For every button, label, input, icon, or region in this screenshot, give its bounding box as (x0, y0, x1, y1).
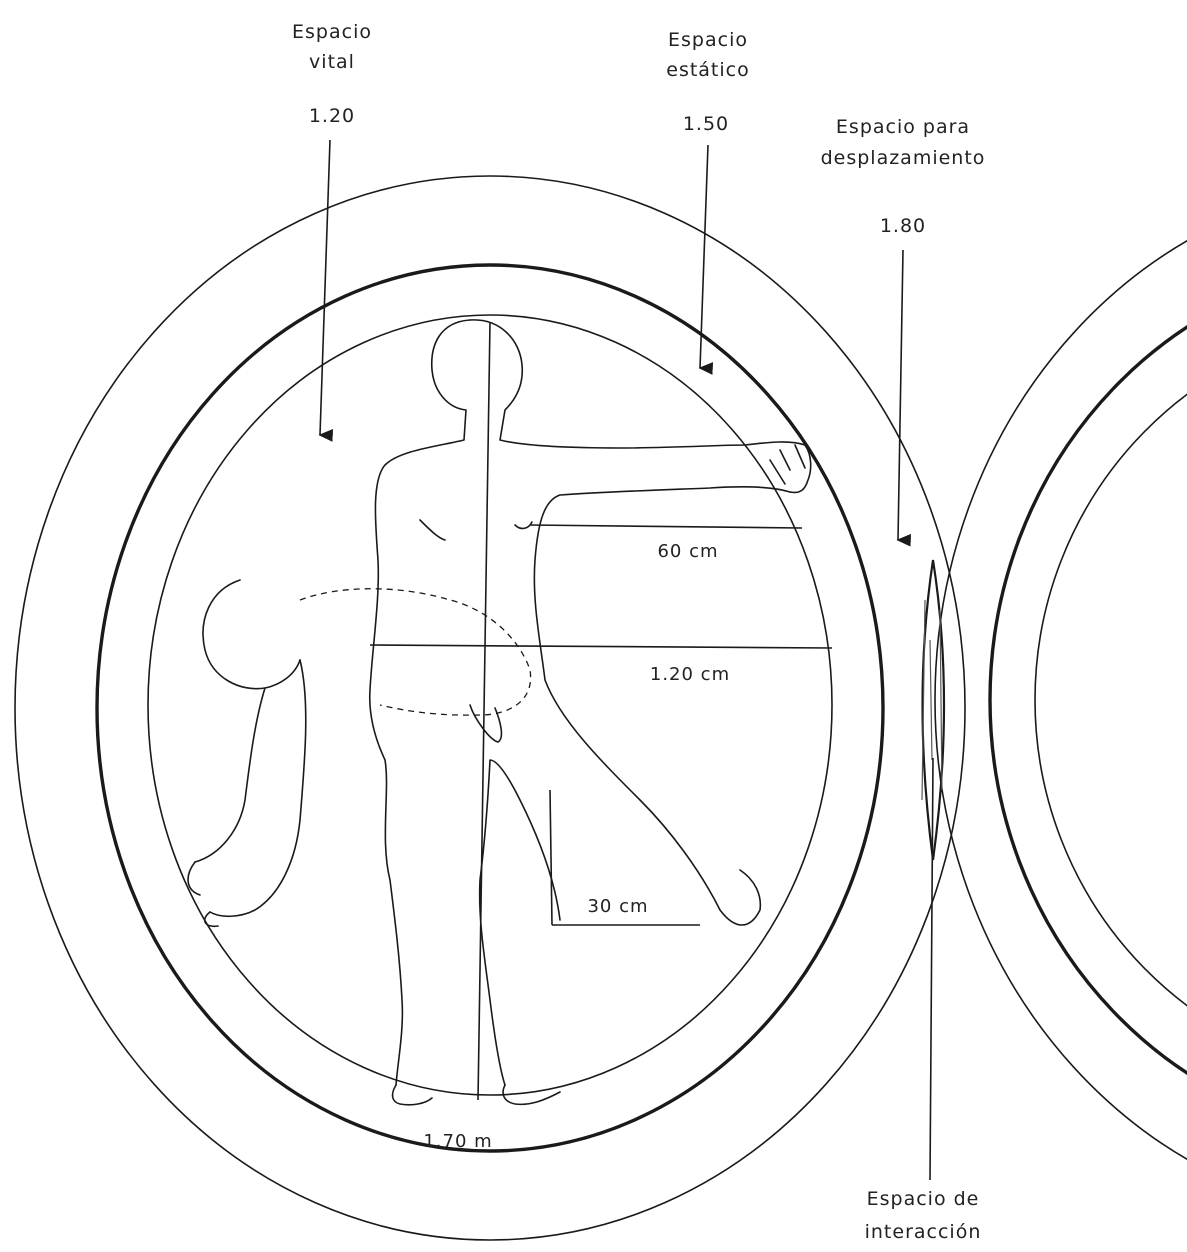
vital-space-title-line2: vital (309, 51, 355, 73)
interaction-space-title-line2: interacción (865, 1221, 982, 1243)
vital-arrow (320, 140, 330, 435)
neighbor-inner-circle (1035, 320, 1187, 1080)
vital-space-title: Espacio (292, 21, 372, 43)
vital-space-circle (148, 315, 832, 1095)
leg-measure-label: 30 cm (587, 896, 648, 917)
standing-figure (370, 320, 811, 1105)
static-space-circle (97, 265, 883, 1151)
static-space-title: Espacio (668, 29, 748, 51)
hip-measure-label: 1.20 cm (650, 664, 730, 685)
static-space-title-line2: estático (666, 59, 749, 81)
movement-arrow (898, 250, 903, 540)
interaction-pointer (930, 758, 933, 1180)
movement-space-title-line2: desplazamiento (821, 147, 986, 169)
neighbor-middle-circle (990, 260, 1187, 1140)
leg-measure-vertical (550, 790, 552, 925)
neighbor-outer-circle (935, 180, 1187, 1220)
arm-measure-label: 60 cm (657, 541, 718, 562)
static-space-value: 1.50 (683, 113, 729, 135)
height-measure-label: 1.70 m (423, 1131, 492, 1152)
vital-space-value: 1.20 (309, 105, 355, 127)
arm-measure-line (530, 525, 802, 528)
movement-space-title: Espacio para (836, 116, 970, 138)
movement-space-value: 1.80 (880, 215, 926, 237)
bending-figure (188, 580, 531, 926)
hip-measure-line (370, 645, 832, 648)
interaction-space-title: Espacio de (867, 1188, 980, 1210)
